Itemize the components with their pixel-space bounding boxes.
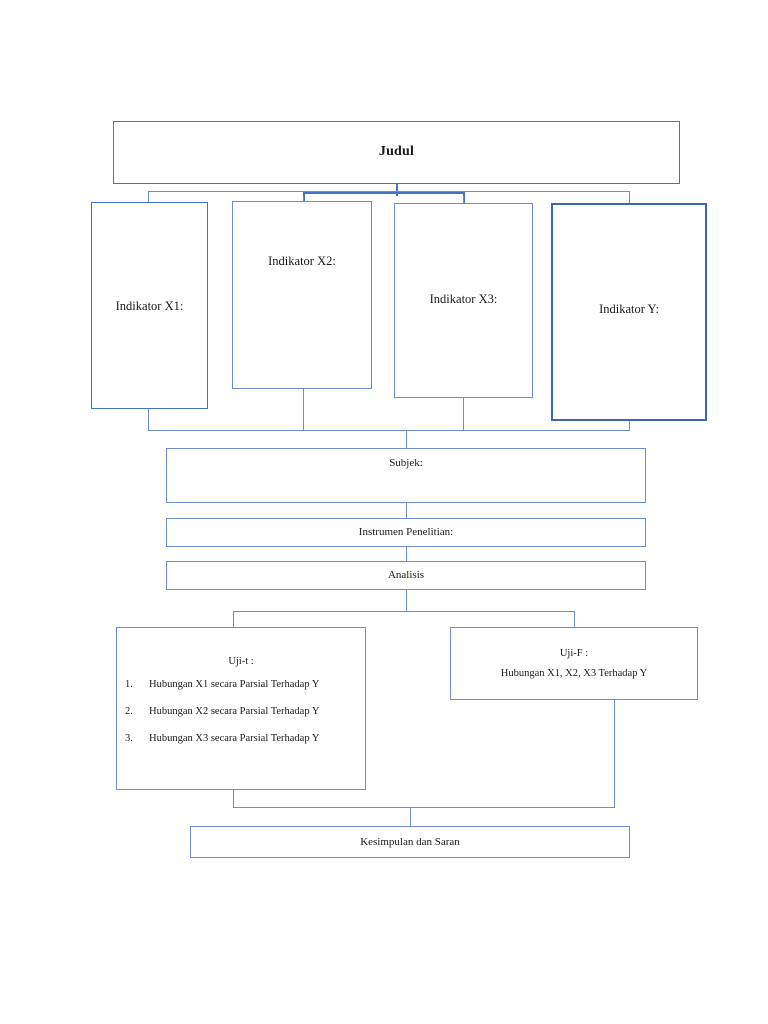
node-instrumen-penelitian[interactable]: Instrumen Penelitian: [166, 518, 646, 547]
connector-ujit-out [233, 790, 234, 808]
node-uji-f-subtitle: Hubungan X1, X2, X3 Terhadap Y [500, 667, 648, 679]
node-subjek-label: Subjek: [389, 457, 423, 470]
connector-bus-to-kesimpulan [410, 807, 411, 827]
node-indikator-x1-label: Indikator X1: [115, 299, 184, 314]
connector-instrumen-to-analisis [406, 547, 407, 561]
node-indikator-x3-label: Indikator X3: [429, 292, 498, 307]
connector-analisis-stem [406, 590, 407, 612]
connector-uji-split-bus [233, 611, 575, 612]
connector-stem-x1 [148, 196, 149, 204]
list-item-text: Hubungan X1 secara Parsial Terhadap Y [149, 679, 320, 690]
list-item-text: Hubungan X3 secara Parsial Terhadap Y [149, 733, 320, 744]
node-indikator-y[interactable]: Indikator Y: [551, 203, 707, 421]
connector-subjek-to-instrumen [406, 503, 407, 518]
node-indikator-x1[interactable]: Indikator X1: [91, 202, 208, 409]
node-uji-f[interactable]: Uji-F : Hubungan X1, X2, X3 Terhadap Y [450, 627, 698, 700]
connector-judul-stem [396, 184, 398, 196]
list-item-number: 3. [125, 733, 133, 744]
connector-merge-bus [148, 430, 630, 431]
node-uji-f-title: Uji-F : [559, 647, 589, 659]
node-uji-t-title: Uji-t : [228, 656, 254, 667]
node-kesimpulan-dan-saran[interactable]: Kesimpulan dan Saran [190, 826, 630, 858]
connector-kesimpulan-bus [233, 807, 615, 808]
node-subjek[interactable]: Subjek: [166, 448, 646, 503]
node-judul-label: Judul [378, 144, 415, 160]
node-indikator-y-label: Indikator Y: [599, 301, 659, 316]
node-indikator-x2[interactable]: Indikator X2: [232, 201, 372, 389]
connector-out-y [629, 421, 630, 431]
connector-out-x2 [303, 389, 304, 431]
node-judul[interactable]: Judul [113, 121, 680, 184]
connector-split-to-ujif [574, 611, 575, 628]
connector-stem-x2 [303, 196, 304, 203]
node-indikator-x3[interactable]: Indikator X3: [394, 203, 533, 398]
node-instrumen-penelitian-label: Instrumen Penelitian: [358, 526, 454, 539]
list-item-text: Hubungan X2 secara Parsial Terhadap Y [149, 706, 320, 717]
node-kesimpulan-dan-saran-label: Kesimpulan dan Saran [360, 835, 460, 848]
node-analisis[interactable]: Analisis [166, 561, 646, 590]
connector-out-x3 [463, 398, 464, 431]
connector-bus-inner [303, 192, 464, 194]
node-indikator-x2-label: Indikator X2: [268, 253, 336, 268]
node-uji-t[interactable]: Uji-t : 1. Hubungan X1 secara Parsial Te… [116, 627, 366, 790]
connector-out-x1 [148, 409, 149, 431]
connector-stem-x3 [463, 196, 464, 205]
connector-split-to-ujit [233, 611, 234, 628]
list-item: 3. Hubungan X3 secara Parsial Terhadap Y [117, 733, 365, 744]
connector-stem-y [629, 196, 630, 205]
uji-f-content: Uji-F : Hubungan X1, X2, X3 Terhadap Y [501, 644, 648, 684]
list-item-number: 2. [125, 706, 133, 717]
uji-t-hypothesis-list: 1. Hubungan X1 secara Parsial Terhadap Y… [117, 679, 365, 744]
connector-bus-to-subjek [406, 430, 407, 448]
connector-bus-outer [148, 191, 630, 192]
list-item: 2. Hubungan X2 secara Parsial Terhadap Y [117, 706, 365, 717]
connector-ujif-out [614, 700, 615, 808]
list-item-number: 1. [125, 679, 133, 690]
list-item: 1. Hubungan X1 secara Parsial Terhadap Y [117, 679, 365, 690]
node-analisis-label: Analisis [387, 569, 425, 582]
uji-t-content: Uji-t : 1. Hubungan X1 secara Parsial Te… [117, 628, 365, 760]
